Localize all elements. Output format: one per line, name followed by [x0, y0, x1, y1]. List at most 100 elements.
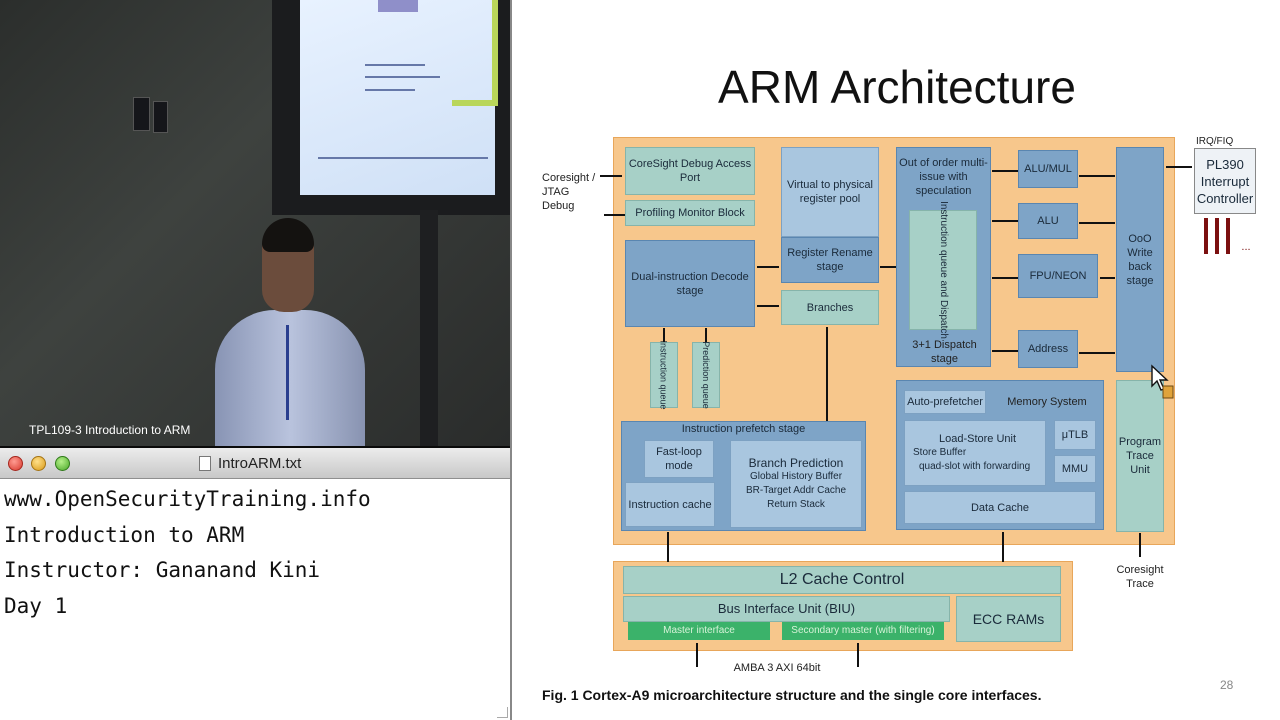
- light-switch: [153, 101, 168, 133]
- document-icon: [199, 456, 211, 471]
- arrow: [826, 327, 828, 421]
- projected-text-line: [365, 64, 425, 66]
- interrupt-line: [1204, 218, 1208, 254]
- data-cache-block: Data Cache: [904, 491, 1096, 524]
- arrow: [992, 350, 1018, 352]
- instruction-prefetch-label: Instruction prefetch stage: [681, 423, 806, 435]
- instruction-queue-label: Instruction queue: [659, 340, 670, 410]
- projected-text-line: [318, 157, 488, 159]
- coresight-jtag-label: Coresight / JTAG Debug: [542, 172, 596, 212]
- instruction-queue-dispatch-block: Instruction queue and Dispatch: [909, 201, 977, 339]
- fast-loop-block: Fast-loop mode: [644, 440, 714, 478]
- alu-mul-block: ALU/MUL: [1018, 150, 1078, 188]
- pl390-interrupt-controller: PL390 Interrupt Controller: [1194, 148, 1256, 214]
- prediction-queue-label: Prediction queue: [701, 341, 711, 409]
- cortex-a9-diagram: Coresight / JTAG Debug CoreSight Debug A…: [512, 0, 1280, 720]
- load-store-label: Load-Store Unit: [939, 433, 1017, 445]
- address-block: Address: [1018, 330, 1078, 368]
- arrow: [1079, 222, 1115, 224]
- text-editor-window[interactable]: IntroARM.txt www.OpenSecurityTraining.in…: [0, 448, 510, 720]
- arrow: [1166, 166, 1192, 168]
- figure-caption: Fig. 1 Cortex-A9 microarchitecture struc…: [542, 687, 1042, 703]
- register-rename-block: Register Rename stage: [781, 237, 879, 283]
- projected-text-line: [365, 76, 440, 78]
- arrow: [857, 643, 859, 667]
- arrow: [663, 328, 665, 342]
- ooo-writeback-block: OoO Write back stage: [1116, 147, 1164, 372]
- memory-system-label: Memory System: [1007, 396, 1087, 408]
- document-line: www.OpenSecurityTraining.info: [4, 487, 371, 511]
- arrow: [1139, 533, 1141, 557]
- l2-cache-control-block: L2 Cache Control: [623, 566, 1061, 594]
- arrow: [1002, 532, 1004, 562]
- projected-diagram-bus: [452, 0, 498, 106]
- lecture-video[interactable]: TPL109-3 Introduction to ARM: [0, 0, 510, 446]
- utlb-block: μTLB: [1054, 420, 1096, 450]
- secondary-master-block: Secondary master (with filtering): [782, 622, 944, 640]
- resize-grip[interactable]: [497, 707, 508, 718]
- br-target-label: BR-Target Addr Cache: [745, 485, 847, 496]
- branch-prediction-label: Branch Prediction: [748, 456, 844, 470]
- arrow: [1079, 175, 1115, 177]
- arrow: [992, 220, 1018, 222]
- instruction-queue-block: Instruction queue: [650, 340, 678, 410]
- window-titlebar[interactable]: IntroARM.txt: [0, 448, 510, 479]
- dispatch-stage-label: 3+1 Dispatch stage: [912, 339, 977, 365]
- lanyard: [286, 325, 289, 420]
- interrupt-line: [1215, 218, 1219, 254]
- arrow: [757, 266, 779, 268]
- mmu-block: MMU: [1054, 455, 1096, 483]
- document-line: Introduction to ARM: [4, 522, 245, 547]
- global-history-label: Global History Buffer: [749, 471, 843, 482]
- store-buffer-label: Store Buffer: [913, 447, 967, 458]
- minimize-window-button[interactable]: [31, 456, 46, 471]
- arrow: [992, 277, 1018, 279]
- instruction-queue-dispatch-label: Instruction queue and Dispatch: [938, 201, 949, 339]
- dual-instruction-decode-block: Dual-instruction Decode stage: [625, 240, 755, 327]
- master-interface-block: Master interface: [628, 622, 770, 640]
- window-title: IntroARM.txt: [218, 455, 302, 472]
- arrow: [696, 643, 698, 667]
- arrow: [600, 175, 622, 177]
- arrow: [604, 214, 626, 216]
- fpu-neon-block: FPU/NEON: [1018, 254, 1098, 298]
- instructor-body: [215, 310, 365, 446]
- arrow: [1079, 352, 1115, 354]
- quad-slot-label: quad-slot with forwarding: [919, 461, 1031, 472]
- projected-slide: [300, 0, 495, 195]
- projected-diagram-block: [378, 0, 418, 12]
- instructor-hair: [262, 218, 314, 252]
- close-window-button[interactable]: [8, 456, 23, 471]
- arrow: [1100, 277, 1115, 279]
- document-line: Instructor: Gananand Kini: [4, 558, 321, 582]
- amba-label: AMBA 3 AXI 64bit: [733, 662, 821, 674]
- arrow: [757, 305, 779, 307]
- instruction-cache-block: Instruction cache: [625, 482, 715, 527]
- video-caption: TPL109-3 Introduction to ARM: [29, 423, 191, 437]
- return-stack-label: Return Stack: [767, 499, 825, 510]
- light-switch: [133, 97, 150, 131]
- maximize-window-button[interactable]: [55, 456, 70, 471]
- presentation-slide: ARM Architecture Coresight / JTAG Debug …: [510, 0, 1280, 720]
- coresight-debug-port-block: CoreSight Debug Access Port: [625, 147, 755, 195]
- wall-pipe: [420, 210, 438, 446]
- arrow: [705, 328, 707, 342]
- ellipsis-label: ...: [1241, 241, 1251, 253]
- load-store-unit-block: Load-Store Unit Store Buffer quad-slot w…: [904, 420, 1046, 486]
- mouse-cursor-icon: [1151, 364, 1174, 399]
- branches-block: Branches: [781, 290, 879, 325]
- interrupt-line: [1226, 218, 1230, 254]
- slide-page-number: 28: [1220, 678, 1234, 692]
- slide-title: ARM Architecture: [718, 61, 1076, 113]
- arrow: [992, 170, 1018, 172]
- arrow: [667, 532, 669, 562]
- alu-block: ALU: [1018, 203, 1078, 239]
- arrow: [880, 266, 898, 268]
- projected-text-line: [365, 89, 415, 91]
- branch-prediction-block: Branch Prediction Global History Buffer …: [730, 440, 862, 528]
- coresight-trace-label: Coresight Trace: [1116, 564, 1164, 590]
- virtual-physical-register-block: Virtual to physical register pool: [781, 147, 879, 237]
- irq-fiq-label: IRQ/FIQ: [1196, 136, 1234, 147]
- document-line: Day 1: [4, 593, 68, 618]
